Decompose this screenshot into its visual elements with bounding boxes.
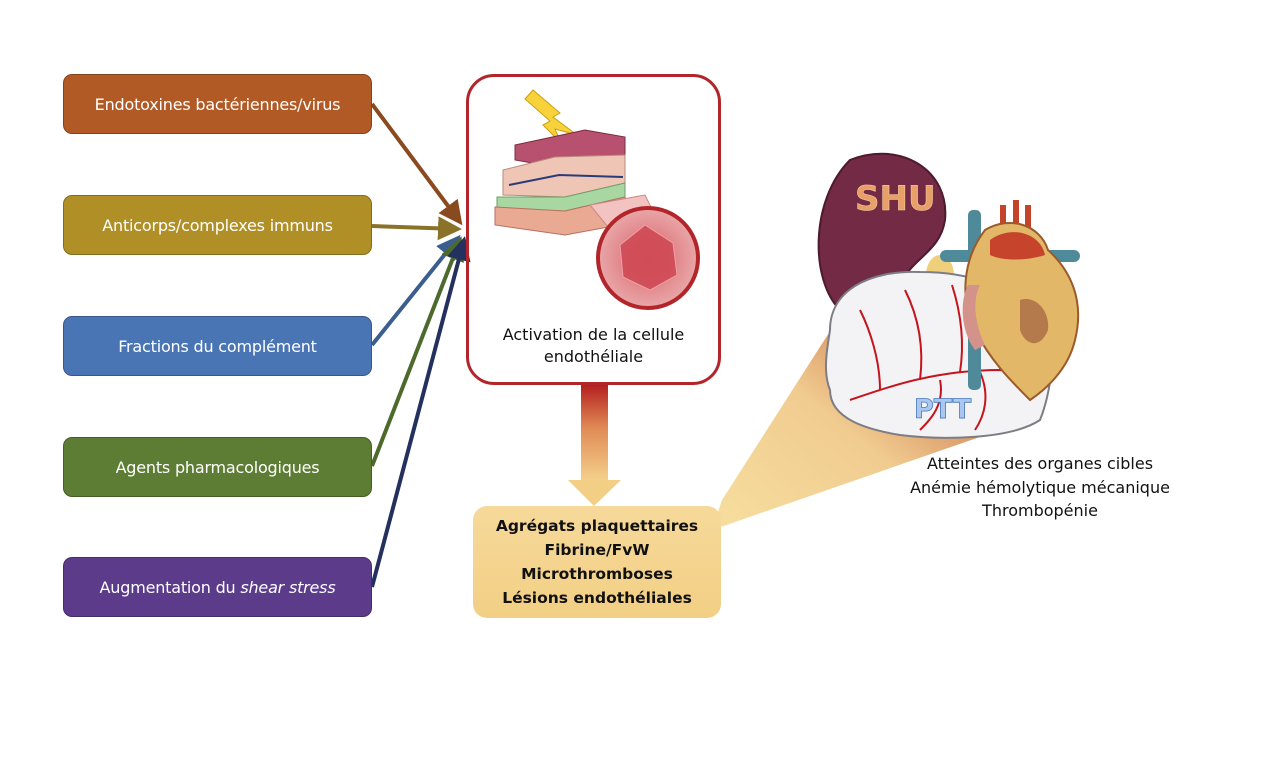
- cause-label-prefix: Augmentation du: [99, 577, 241, 597]
- result-box: Agrégats plaquettaires Fibrine/FvW Micro…: [473, 506, 721, 618]
- endothelium-illustration: [494, 89, 700, 310]
- result-line: Lésions endothéliales: [502, 589, 692, 607]
- cause-shear-stress: Augmentation du shear stress: [63, 557, 372, 617]
- cause-anticorps: Anticorps/complexes immuns: [63, 195, 372, 255]
- outcome-line: Atteintes des organes cibles: [926, 454, 1154, 473]
- result-line: Microthromboses: [521, 565, 673, 583]
- activation-line-1: Activation de la cellule: [502, 325, 685, 344]
- activation-box: Activation de la cellule endothéliale: [466, 74, 721, 385]
- organs-illustration: SHU PTT: [817, 152, 1080, 439]
- result-line: Fibrine/FvW: [544, 541, 650, 559]
- result-line: Agrégats plaquettaires: [495, 517, 699, 535]
- outcome-line: Thrombopénie: [982, 501, 1098, 520]
- down-arrow: [568, 385, 621, 506]
- arrow-shear: [370, 236, 471, 588]
- converging-arrows: [370, 102, 471, 588]
- cause-label: Augmentation du shear stress: [100, 578, 336, 597]
- activation-label: Activation de la cellule endothéliale: [469, 324, 718, 368]
- arrow-anticorps: [371, 216, 462, 241]
- cause-label-italic: shear stress: [240, 577, 336, 597]
- outcome-line: Anémie hémolytique mécanique: [910, 477, 1170, 497]
- activation-line-2: endothéliale: [543, 347, 644, 366]
- cause-label: Agents pharmacologiques: [115, 457, 320, 477]
- arrow-pharmaco: [370, 236, 464, 467]
- cause-complement: Fractions du complément: [63, 316, 372, 376]
- arrow-complement: [370, 234, 461, 347]
- outcomes-text: Atteintes des organes cibles Anémie hémo…: [890, 452, 1190, 523]
- shu-label: SHU: [855, 179, 936, 219]
- cause-endotoxines: Endotoxines bactériennes/virus: [63, 74, 372, 134]
- cause-pharmacologiques: Agents pharmacologiques: [63, 437, 372, 497]
- cause-label: Endotoxines bactériennes/virus: [94, 94, 341, 114]
- cause-label: Anticorps/complexes immuns: [102, 215, 333, 235]
- arrow-endotoxines: [370, 102, 463, 226]
- cause-label: Fractions du complément: [118, 336, 317, 356]
- ptt-label: PTT: [914, 394, 972, 425]
